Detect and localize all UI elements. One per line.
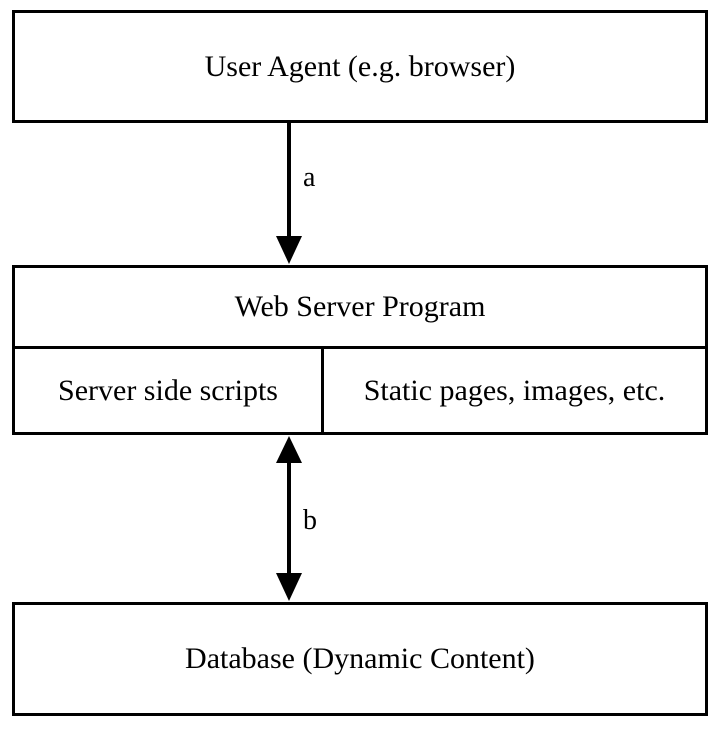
web-server-node: Web Server Program Server side scripts S… (12, 265, 708, 435)
web-server-title: Web Server Program (15, 268, 705, 349)
arrow-a-head (276, 236, 302, 264)
arrow-b-head-down (276, 573, 302, 601)
user-agent-node: User Agent (e.g. browser) (12, 10, 708, 123)
static-pages-cell: Static pages, images, etc. (363, 373, 666, 407)
arrow-b-head-up (276, 436, 302, 463)
database-node: Database (Dynamic Content) (12, 602, 708, 716)
connection-label-b: b (303, 505, 317, 536)
server-side-scripts-cell: Server side scripts (15, 349, 324, 432)
arrow-a (276, 123, 302, 264)
connection-label-a: a (303, 162, 316, 193)
user-agent-label: User Agent (e.g. browser) (204, 49, 516, 83)
database-label: Database (Dynamic Content) (185, 642, 535, 675)
arrow-b (276, 436, 302, 601)
